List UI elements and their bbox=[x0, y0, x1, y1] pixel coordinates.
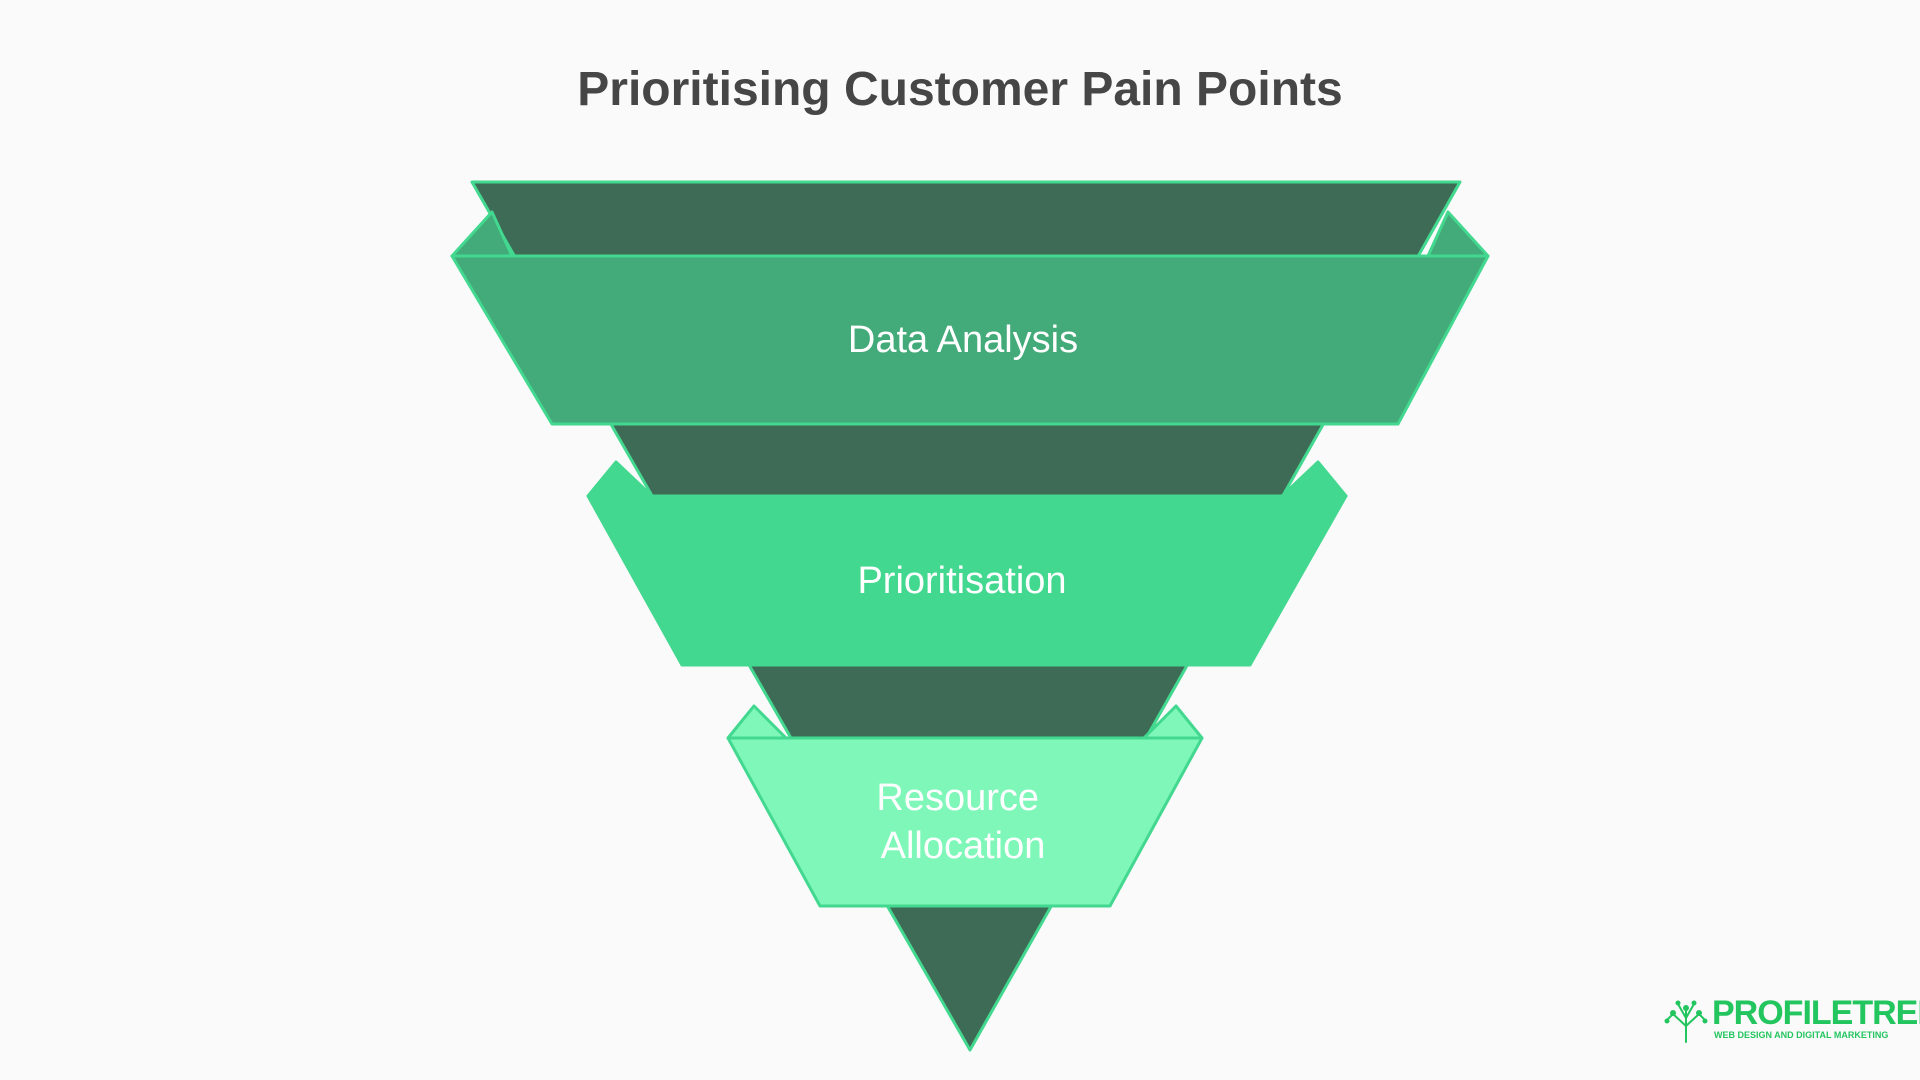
profiletree-logo: PROFILETREE WEB DESIGN AND DIGITAL MARKE… bbox=[1664, 994, 1920, 1050]
stage-3-band bbox=[726, 736, 1204, 908]
funnel-stage-data-analysis: Data Analysis bbox=[450, 210, 1490, 426]
stage-3-label-line-2: Allocation bbox=[881, 825, 1046, 867]
stage-2-label-line-1: Prioritisation bbox=[857, 560, 1066, 602]
funnel-stage-prioritisation: Prioritisation bbox=[586, 460, 1348, 667]
stage-3-label: Resource Allocation bbox=[876, 777, 1049, 867]
stage-2-label: Prioritisation bbox=[857, 560, 1066, 602]
logo-name: PROFILETREE bbox=[1712, 994, 1920, 1032]
page-title: Prioritising Customer Pain Points bbox=[577, 63, 1343, 116]
logo-tagline: WEB DESIGN AND DIGITAL MARKETING bbox=[1714, 1030, 1889, 1040]
stage-3-label-line-1: Resource bbox=[876, 777, 1039, 819]
funnel-stage-resource-allocation: Resource Allocation bbox=[726, 704, 1204, 908]
stage-2-band bbox=[586, 494, 1348, 667]
tree-icon bbox=[1664, 1000, 1708, 1043]
stage-1-label: Data Analysis bbox=[848, 319, 1078, 361]
stage-1-band bbox=[450, 254, 1490, 426]
stage-1-label-line-1: Data Analysis bbox=[848, 319, 1078, 361]
